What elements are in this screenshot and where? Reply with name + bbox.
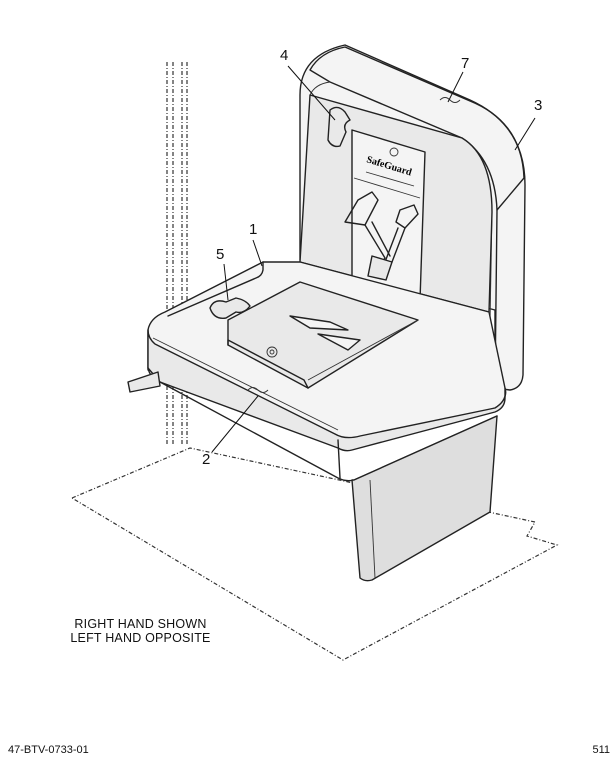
note-line-1: RIGHT HAND SHOWN bbox=[74, 617, 207, 631]
orientation-note: RIGHT HAND SHOWN LEFT HAND OPPOSITE bbox=[58, 617, 223, 645]
leader-7 bbox=[447, 71, 464, 103]
callout-1: 1 bbox=[249, 221, 258, 238]
leader-4 bbox=[287, 65, 336, 121]
page-reference: 511 bbox=[592, 744, 610, 756]
floor-outline bbox=[70, 447, 559, 661]
leader-3 bbox=[514, 117, 536, 151]
callout-5: 5 bbox=[216, 246, 225, 263]
side-bracket bbox=[127, 371, 161, 393]
note-line-2: LEFT HAND OPPOSITE bbox=[70, 631, 211, 645]
wall-panel-lines bbox=[166, 62, 188, 445]
leader-1 bbox=[252, 239, 263, 267]
callout-7: 7 bbox=[461, 55, 470, 72]
mounting-bracket-icon bbox=[327, 106, 351, 148]
harness-panel: SafeGuard bbox=[334, 129, 426, 323]
callout-4: 4 bbox=[280, 47, 289, 64]
callout-2: 2 bbox=[202, 451, 211, 468]
figure-id: 47-BTV-0733-01 bbox=[8, 744, 89, 756]
callout-3: 3 bbox=[534, 97, 543, 114]
seat-pedestal bbox=[351, 415, 498, 582]
leader-5 bbox=[223, 263, 229, 301]
handle-cutout-icon bbox=[209, 297, 251, 319]
seat-pan-insert bbox=[227, 281, 419, 389]
leader-2 bbox=[211, 395, 259, 453]
